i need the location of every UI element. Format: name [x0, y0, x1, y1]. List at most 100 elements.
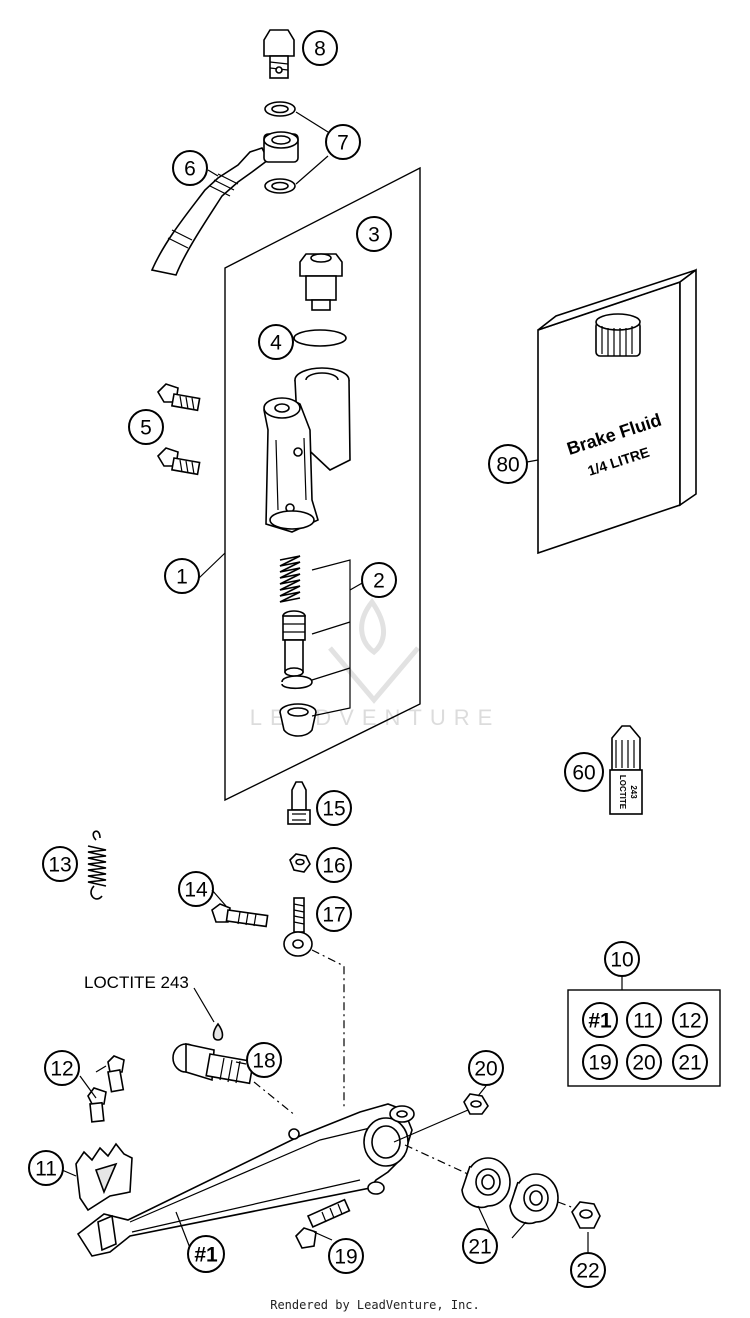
- svg-text:19: 19: [334, 1246, 357, 1269]
- callout-22: 22: [570, 1252, 606, 1288]
- loctite-annotation: LOCTITE 243: [84, 973, 189, 992]
- leader-line: [175, 1211, 191, 1249]
- svg-text:11: 11: [35, 1158, 57, 1181]
- callout-1: 1: [164, 558, 200, 594]
- leader-line: [313, 1231, 333, 1241]
- svg-text:12: 12: [50, 1058, 73, 1081]
- svg-text:80: 80: [496, 454, 519, 477]
- assembly-line: [404, 1144, 471, 1176]
- svg-text:15: 15: [322, 798, 345, 821]
- callout-4: 4: [258, 324, 294, 360]
- svg-text:2: 2: [373, 570, 385, 593]
- master-cylinder-body: [263, 367, 351, 533]
- o-ring: [293, 329, 347, 347]
- callout-5: 5: [128, 409, 164, 445]
- bearing-outer: [509, 1173, 559, 1225]
- svg-text:#1: #1: [194, 1244, 218, 1267]
- loctite-drop: [212, 1022, 224, 1041]
- brake-hose: [150, 131, 299, 276]
- leader-line: [207, 169, 219, 177]
- leader-line: [61, 1169, 77, 1177]
- callout-11: 11: [28, 1150, 64, 1186]
- pivot-nut: [571, 1201, 601, 1229]
- assembly-line: [393, 1109, 469, 1143]
- flange-nut: [463, 1093, 489, 1115]
- loctite-tube: LOCTITE 243: [609, 725, 643, 815]
- loctite-tube-number: 243: [629, 785, 638, 799]
- kit-item: 11: [626, 1002, 662, 1038]
- reservoir-cap: [299, 253, 343, 311]
- piston-kit-bracket: [311, 559, 351, 717]
- svg-text:22: 22: [576, 1260, 599, 1283]
- callout-15: 15: [316, 790, 352, 826]
- svg-text:7: 7: [337, 132, 349, 155]
- svg-text:17: 17: [322, 904, 345, 927]
- leader-line: [235, 1061, 247, 1065]
- callout-8: 8: [302, 30, 338, 66]
- dust-boot: [279, 703, 317, 737]
- callout-2: 2: [361, 562, 397, 598]
- leader-line: [295, 155, 329, 185]
- assembly-line: [557, 1201, 575, 1209]
- svg-text:4: 4: [270, 332, 282, 355]
- mounting-bolt-upper: [156, 383, 201, 412]
- callout-14: 14: [178, 871, 214, 907]
- svg-text:10: 10: [610, 949, 633, 972]
- callout-6: 6: [172, 150, 208, 186]
- mounting-bolt-lower: [156, 447, 201, 476]
- svg-text:#1: #1: [588, 1010, 612, 1033]
- leader-line: [311, 621, 351, 635]
- svg-text:8: 8: [314, 38, 326, 61]
- kit-item: 20: [626, 1044, 662, 1080]
- assembly-panel-outline: [224, 166, 421, 802]
- callout-21: 21: [462, 1228, 498, 1264]
- svg-text:20: 20: [632, 1052, 655, 1075]
- callout-3: 3: [356, 216, 392, 252]
- footrest-screw-upper: [107, 1055, 125, 1093]
- callout-19: 19: [328, 1238, 364, 1274]
- loctite-tube-label: LOCTITE: [618, 775, 627, 810]
- svg-text:19: 19: [588, 1052, 611, 1075]
- clevis-rod-end: [283, 897, 313, 957]
- leader-line: [95, 1065, 107, 1073]
- callout-16: 16: [316, 847, 352, 883]
- nut-hole: [295, 858, 305, 866]
- svg-text:13: 13: [48, 854, 71, 877]
- svg-text:14: 14: [184, 879, 208, 902]
- svg-text:18: 18: [252, 1050, 275, 1073]
- svg-text:3: 3: [368, 224, 380, 247]
- push-rod: [287, 781, 311, 825]
- callout-17: 17: [316, 896, 352, 932]
- svg-text:12: 12: [678, 1010, 701, 1033]
- piston: [282, 610, 306, 677]
- pivot-bolt: [211, 903, 269, 928]
- callout-60: 60: [564, 752, 604, 792]
- callout-80: 80: [488, 444, 528, 484]
- leader-line: [198, 552, 226, 579]
- brake-pedal: [76, 1103, 415, 1257]
- footer-credit: Rendered by LeadVenture, Inc.: [270, 1298, 480, 1312]
- footrest-screw-lower: [87, 1087, 107, 1123]
- svg-text:1: 1: [176, 566, 188, 589]
- leader-line: [295, 111, 329, 133]
- washer-upper: [264, 101, 296, 117]
- callout-20: 20: [468, 1050, 504, 1086]
- leader-line: [311, 667, 351, 681]
- brake-fluid-bottle: Brake Fluid 1/4 LITRE: [537, 268, 697, 555]
- callout-7: 7: [325, 124, 361, 160]
- pedal-footrest: [75, 1142, 133, 1212]
- svg-text:20: 20: [474, 1058, 497, 1081]
- leader-line: [526, 459, 539, 463]
- svg-text:16: 16: [322, 855, 345, 878]
- return-spring: [87, 830, 107, 900]
- assembly-line: [253, 1081, 297, 1117]
- washer-lower: [264, 178, 296, 194]
- leader-line: [477, 1205, 491, 1233]
- pivot-pin: [172, 1043, 255, 1085]
- callout-13: 13: [42, 846, 78, 882]
- svg-text:21: 21: [678, 1052, 701, 1075]
- watermark-logo: [328, 597, 420, 704]
- svg-text:60: 60: [572, 762, 595, 785]
- leader-line: [79, 1075, 97, 1099]
